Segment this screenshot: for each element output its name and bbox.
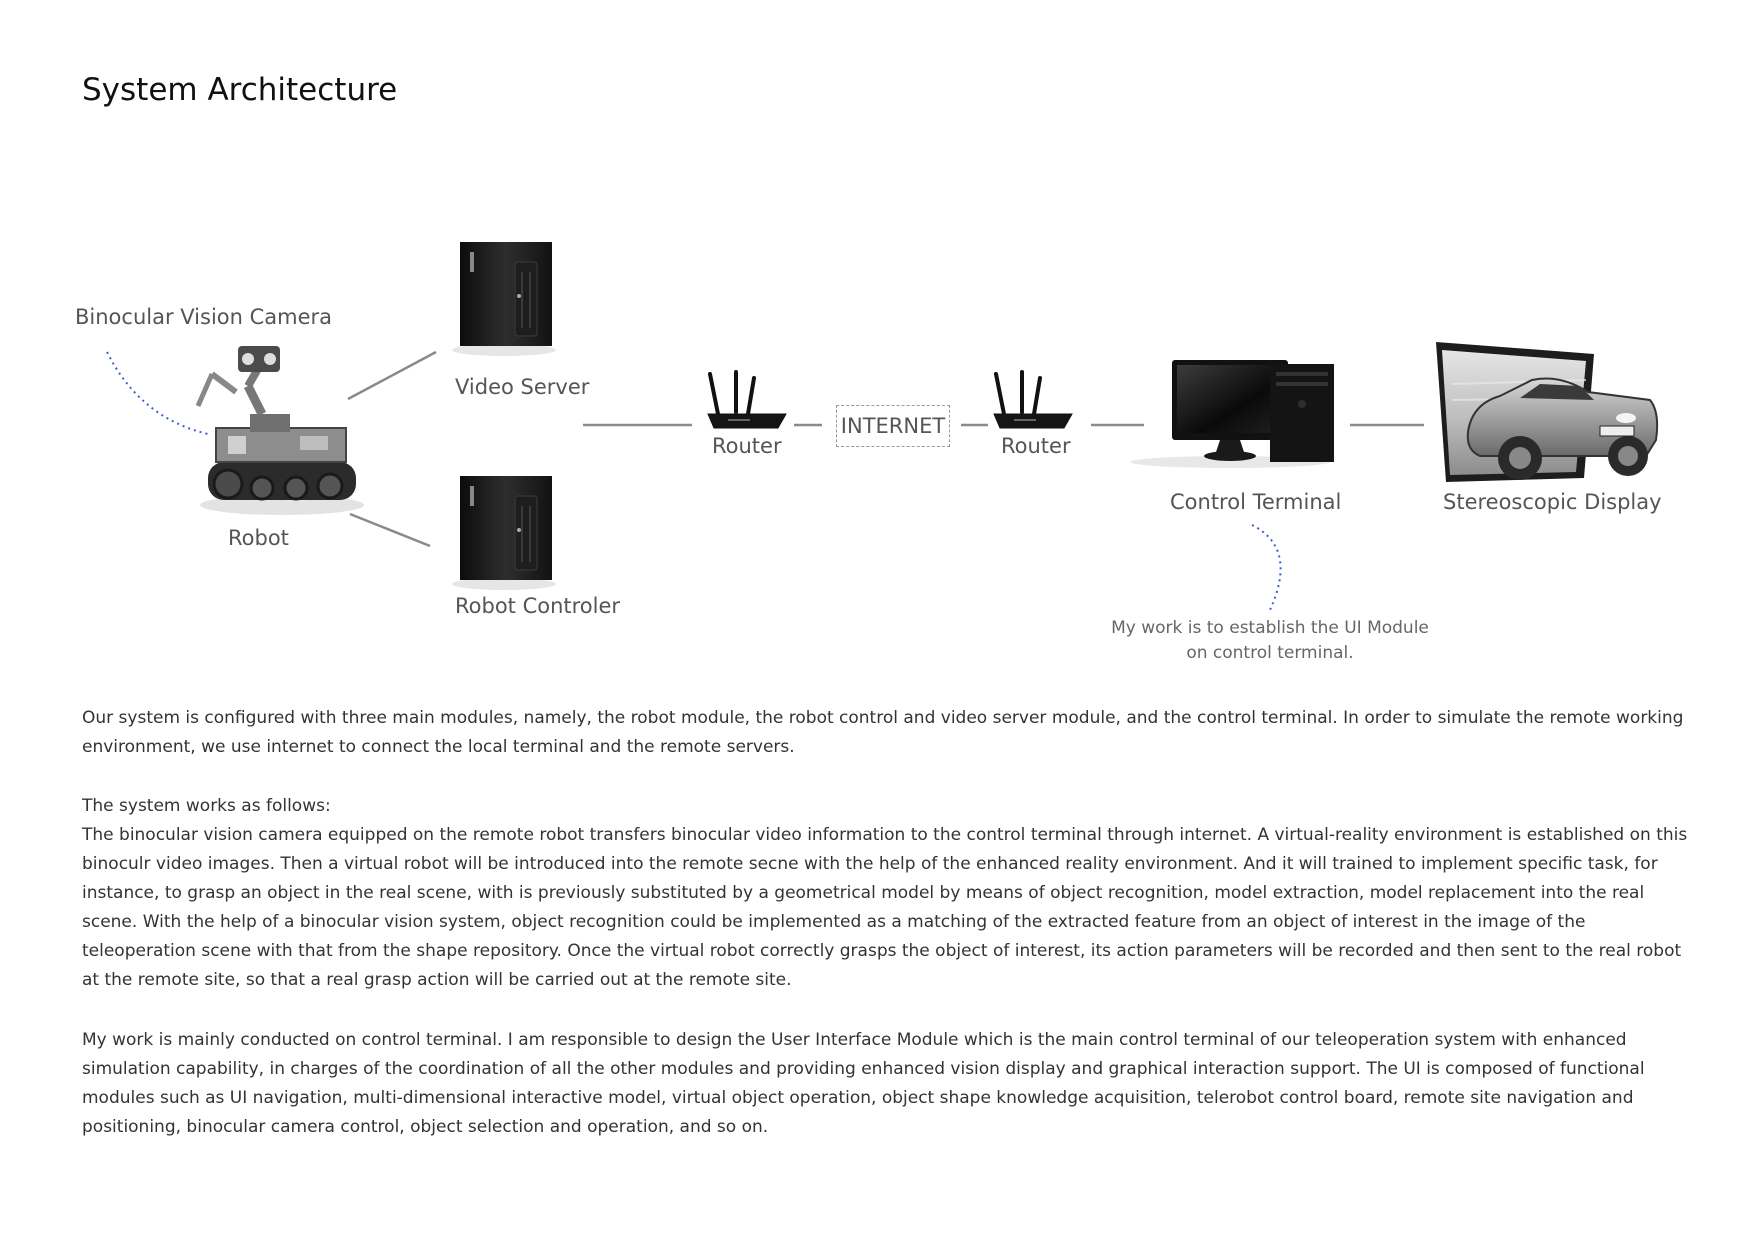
internet-label: INTERNET <box>840 414 946 438</box>
control-terminal-label: Control Terminal <box>1170 490 1342 514</box>
robot-controller-tower-icon <box>452 476 556 590</box>
stereoscopic-display-label: Stereoscopic Display <box>1443 490 1662 514</box>
router-left-icon <box>707 370 787 429</box>
video-server-label: Video Server <box>455 375 590 399</box>
system-works-body: The binocular vision camera equipped on … <box>82 825 1688 990</box>
camera-label: Binocular Vision Camera <box>75 305 333 329</box>
intro-paragraph: Our system is configured with three main… <box>82 704 1692 762</box>
page-title: System Architecture <box>82 72 398 108</box>
my-work-text: My work is mainly conducted on control t… <box>82 1030 1645 1137</box>
system-works-heading: The system works as follows: <box>82 796 331 816</box>
terminal-callout-curve <box>1251 524 1282 611</box>
desktop-computer-icon <box>1130 360 1334 468</box>
link-robot-controller <box>349 512 431 548</box>
robot-illustration <box>195 346 364 515</box>
my-work-note: My work is to establish the UI Module on… <box>1111 618 1429 663</box>
video-server-tower-icon <box>452 242 556 356</box>
router-right-icon <box>993 370 1073 429</box>
connector-lines <box>347 350 1424 548</box>
router-left-label: Router <box>712 434 782 458</box>
internet-box: INTERNET <box>836 405 950 447</box>
architecture-diagram <box>106 242 1659 611</box>
my-work-paragraph: My work is mainly conducted on control t… <box>82 1026 1692 1142</box>
stereoscopic-display-icon <box>1436 342 1659 482</box>
camera-callout-curve <box>106 351 209 435</box>
intro-text: Our system is configured with three main… <box>82 708 1684 757</box>
link-robot-video-server <box>347 350 437 401</box>
robot-label: Robot <box>228 526 289 550</box>
router-right-label: Router <box>1001 434 1071 458</box>
robot-controller-label: Robot Controler <box>455 594 621 618</box>
system-works-section: The system works as follows: The binocul… <box>82 792 1692 995</box>
